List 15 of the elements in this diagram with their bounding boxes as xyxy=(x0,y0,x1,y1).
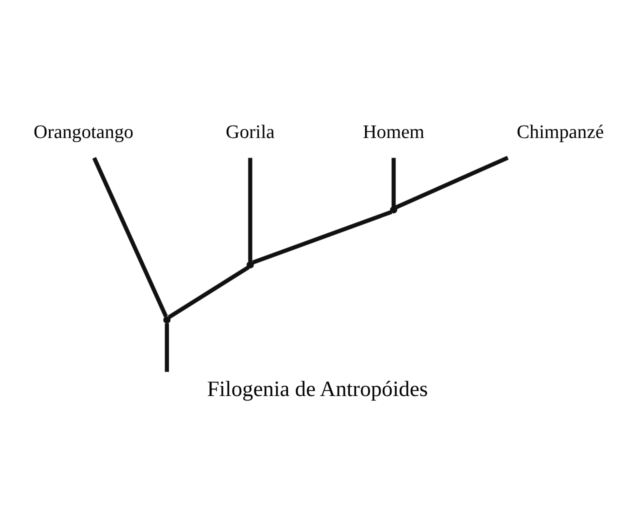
connector xyxy=(168,266,250,319)
node-text: Homem xyxy=(362,122,424,144)
node-point xyxy=(390,206,398,214)
connector xyxy=(252,210,392,264)
node-point xyxy=(246,261,254,268)
node-text: Gorila xyxy=(226,122,275,144)
connector xyxy=(164,323,169,372)
node-text: Chimpanzé xyxy=(516,122,604,144)
node-text: Orangotango xyxy=(34,122,134,144)
connector xyxy=(392,158,396,207)
caption: Filogenia de Antropóides xyxy=(207,376,428,401)
connector xyxy=(248,158,252,262)
node-point xyxy=(163,316,171,324)
connector xyxy=(395,156,509,210)
connector xyxy=(92,157,168,318)
